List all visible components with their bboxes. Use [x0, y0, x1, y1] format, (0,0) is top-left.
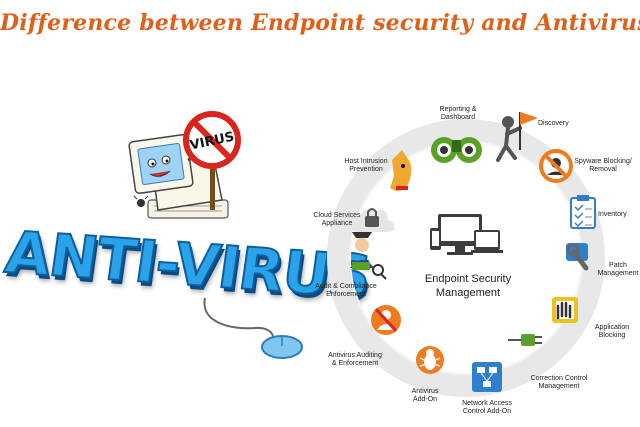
explorer-flag-icon: [496, 112, 538, 162]
page-title: Difference between Endpoint security and…: [0, 10, 640, 36]
clipboard-checklist-icon: [570, 195, 596, 229]
cloud-lock-icon: [350, 208, 395, 232]
plug-icon: [508, 334, 542, 346]
label-application-blocking: Application Blocking: [594, 324, 630, 339]
diagram-ring: [327, 119, 605, 397]
binoculars-icon: [431, 137, 482, 163]
hand-stop-icon: [552, 297, 578, 323]
label-network-access-control: Network Access Control Add-On: [462, 400, 512, 415]
label-correction-control: Correction Control Management: [530, 375, 588, 390]
label-spyware-blocking: Spyware Blocking/ Removal: [574, 158, 632, 173]
label-inventory: Inventory: [598, 211, 627, 218]
label-reporting-dashboard: Reporting & Dashboard: [439, 106, 477, 121]
mouse-icon: [261, 335, 303, 359]
no-virus-sign-icon: [183, 111, 241, 169]
label-discovery: Discovery: [538, 120, 569, 127]
policeman-icon: [350, 232, 387, 280]
sign-post: [210, 148, 215, 210]
patch-wrench-icon: [566, 243, 589, 271]
devices-icon: [430, 214, 503, 255]
antivirus-bug-icon: [416, 346, 444, 374]
watchdog-icon: [390, 150, 412, 191]
no-spy-icon: [539, 149, 573, 183]
guard-icon: [371, 305, 401, 335]
label-antivirus-auditing: Antivirus Auditing & Enforcement: [328, 352, 382, 367]
label-host-intrusion: Host Intrusion Prevention: [344, 158, 388, 173]
label-antivirus-addon: Antivirus Add-On: [411, 388, 439, 403]
mouse-cable: [203, 297, 274, 341]
network-icon: [472, 362, 502, 392]
label-audit-compliance: Audit & Compliance Enforcement: [315, 283, 377, 298]
endpoint-center-label: Endpoint Security Management: [424, 273, 512, 299]
label-cloud-services: Cloud Services Appliance: [313, 212, 361, 227]
label-patch-management: Patch Management: [597, 262, 639, 277]
